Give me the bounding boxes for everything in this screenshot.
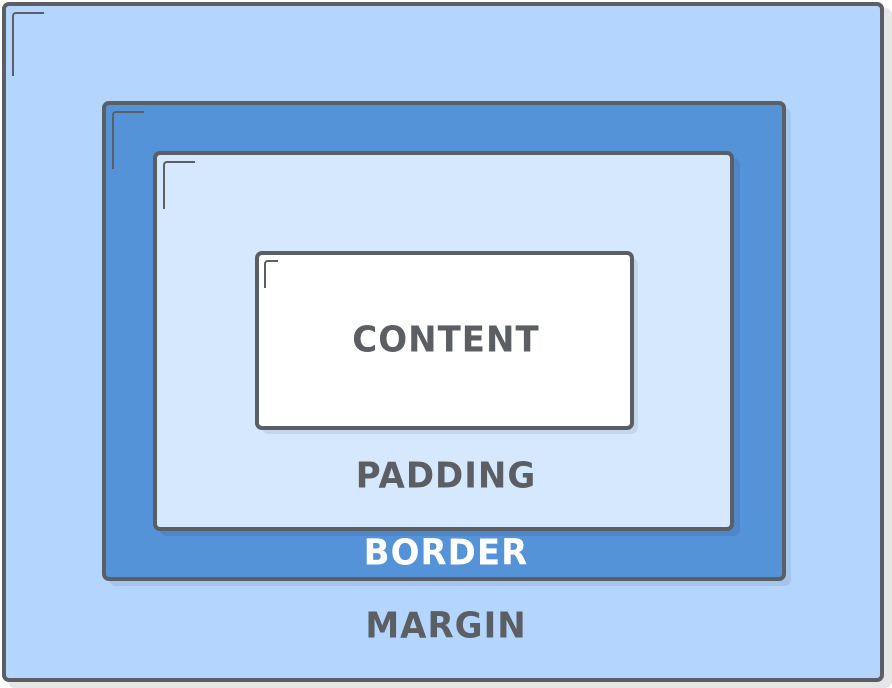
margin-label: MARGIN	[365, 605, 527, 647]
corner-mark	[12, 12, 44, 76]
border-label: BORDER	[363, 532, 529, 574]
corner-mark	[264, 260, 278, 288]
corner-mark	[112, 111, 144, 169]
padding-label: PADDING	[355, 455, 537, 497]
corner-mark	[163, 161, 195, 209]
content-label: CONTENT	[352, 319, 540, 361]
content-box	[255, 251, 634, 430]
